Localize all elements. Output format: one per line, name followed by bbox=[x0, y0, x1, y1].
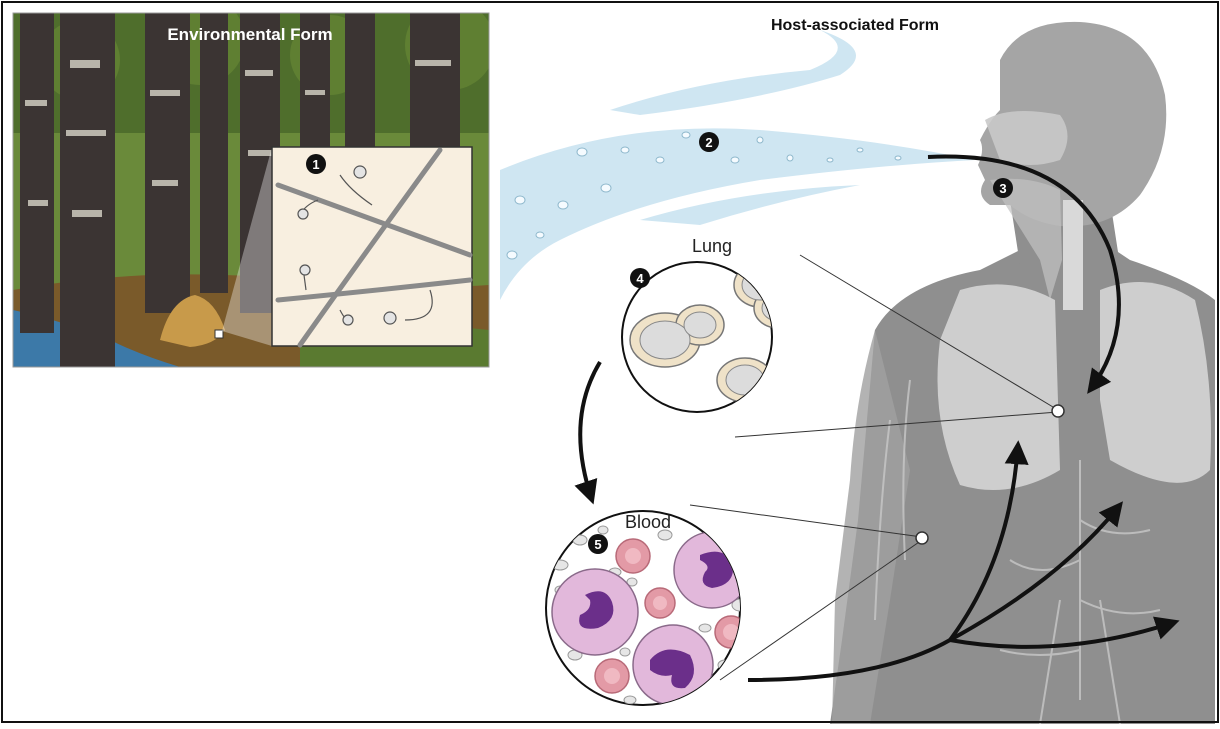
step-badge-1: 1 bbox=[306, 154, 326, 174]
step-number: 3 bbox=[999, 181, 1006, 196]
step-number: 5 bbox=[594, 537, 601, 552]
yeast-cell-budding bbox=[629, 304, 725, 368]
dissemination-arrow-up bbox=[948, 440, 1029, 642]
inhalation-arrow bbox=[927, 154, 1121, 394]
lung-label: Lung bbox=[692, 236, 732, 256]
left-lung bbox=[937, 284, 1060, 490]
dissemination-arrow-main bbox=[747, 638, 951, 682]
blood-label: Blood bbox=[625, 512, 671, 532]
environmental-form-title: Environmental Form bbox=[167, 25, 332, 44]
mycelium-inset bbox=[271, 146, 473, 348]
host-associated-form-title: Host-associated Form bbox=[771, 17, 939, 34]
step-badge-3: 3 bbox=[993, 178, 1013, 198]
human-body-silhouette bbox=[830, 21, 1215, 725]
airborne-spore-stream bbox=[500, 30, 975, 300]
process-arrows bbox=[574, 154, 1180, 682]
blood-zoom: Blood bbox=[545, 504, 929, 706]
dissemination-arrow-mid bbox=[949, 501, 1123, 642]
dissemination-arrow-right bbox=[949, 616, 1180, 649]
step-number: 2 bbox=[705, 135, 712, 150]
environmental-panel-border bbox=[12, 12, 490, 368]
step-badge-5: 5 bbox=[588, 534, 608, 554]
step-badge-4: 4 bbox=[630, 268, 650, 288]
macrophage-cell bbox=[632, 624, 714, 705]
step-number: 1 bbox=[312, 157, 319, 172]
step-number: 4 bbox=[636, 271, 644, 286]
macrophage-cell bbox=[551, 568, 639, 656]
step-badge-2: 2 bbox=[699, 132, 719, 152]
lung-to-blood-arrow bbox=[574, 360, 602, 505]
right-lung bbox=[1100, 282, 1211, 483]
